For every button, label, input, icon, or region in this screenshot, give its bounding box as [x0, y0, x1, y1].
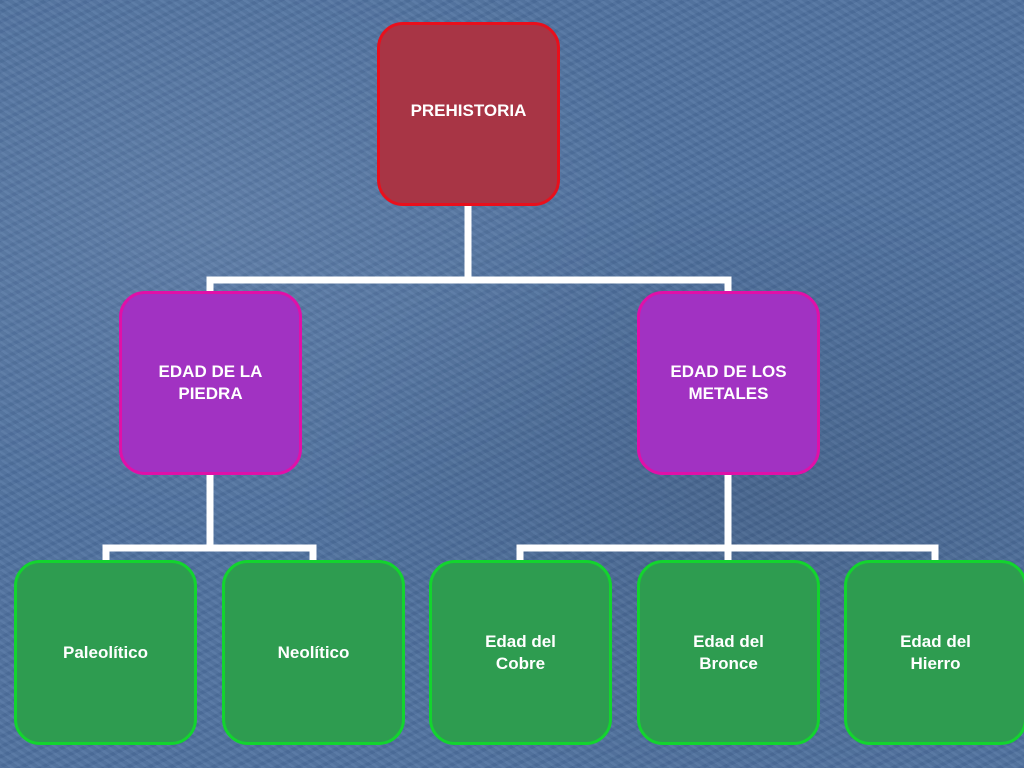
node-label: Paleolítico	[62, 642, 149, 662]
node-edad-de-la-piedra: EDAD DE LA PIEDRA	[119, 291, 302, 475]
node-edad-de-los-metales: EDAD DE LOS METALES	[637, 291, 820, 475]
node-label: EDAD DE LOS METALES	[670, 362, 787, 403]
node-label: Edad del Hierro	[900, 631, 971, 673]
node-label: PREHISTORIA	[410, 101, 527, 120]
node-label: Neolítico	[277, 642, 350, 662]
node-edad-del-hierro: Edad del Hierro	[844, 560, 1024, 745]
node-edad-del-bronce: Edad del Bronce	[637, 560, 820, 745]
node-edad-del-cobre: Edad del Cobre	[429, 560, 612, 745]
node-neolitico: Neolítico	[222, 560, 405, 745]
node-paleolitico: Paleolítico	[14, 560, 197, 745]
node-label: Edad del Bronce	[693, 631, 764, 673]
node-label: Edad del Cobre	[485, 631, 556, 673]
node-label: EDAD DE LA PIEDRA	[158, 362, 263, 403]
node-prehistoria: PREHISTORIA	[377, 22, 560, 206]
